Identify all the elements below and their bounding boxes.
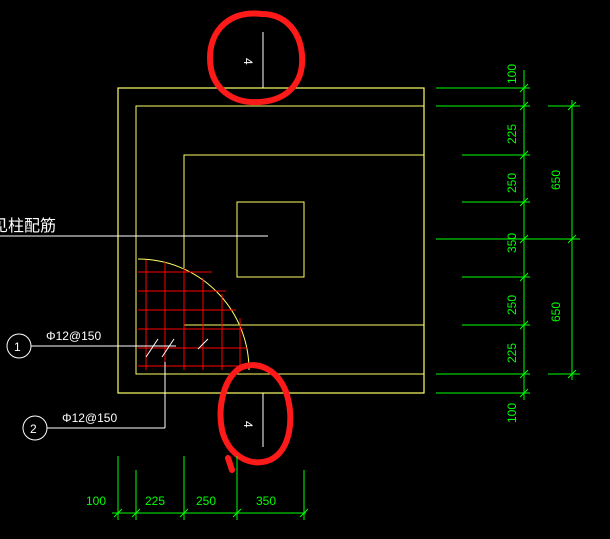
- dim-right-2: 225: [505, 124, 519, 144]
- dim-right-3: 250: [505, 173, 519, 193]
- dim-bottom-4: 350: [256, 494, 276, 508]
- note-2-leader: [22, 362, 166, 441]
- annotation-circle-bottom: [217, 362, 294, 473]
- rebar-detail-arc: [137, 258, 250, 371]
- dim-right-5: 250: [505, 295, 519, 315]
- dim-right-1: 100: [505, 64, 519, 84]
- section-mark-top-label: 4: [241, 58, 255, 65]
- right-dimension-chain-outer: [548, 100, 580, 380]
- circle-2-label: 2: [30, 422, 37, 436]
- note-1-text: Φ12@150: [46, 329, 101, 343]
- right-dimension-chain-inner: [436, 70, 580, 400]
- foundation-outline: [117, 87, 425, 394]
- rebar-grid: [138, 260, 249, 370]
- right-dimension-labels-inner: 100 225 250 350 250 225 100: [505, 64, 519, 423]
- note-1-leader: [6, 333, 209, 359]
- annotation-circle-top: [206, 10, 306, 106]
- column-rebar-label: 见柱配筋: [0, 216, 56, 235]
- dim-bottom-2: 225: [145, 494, 165, 508]
- note-2-text: Φ12@150: [62, 411, 117, 425]
- pedestal-step-upper: [183, 154, 424, 326]
- right-dimension-labels-outer: 650 650: [549, 170, 563, 322]
- foundation-inner-outline: [135, 105, 425, 375]
- dim-right-4: 350: [505, 233, 519, 253]
- column-outline: [236, 201, 305, 278]
- section-mark-bottom-label: 4: [241, 421, 255, 428]
- bottom-dimension-chain: [112, 456, 309, 520]
- dim-right-6: 225: [505, 343, 519, 363]
- dim-right-7: 100: [505, 403, 519, 423]
- circle-1-label: 1: [14, 340, 21, 354]
- dim-bottom-1: 100: [86, 494, 106, 508]
- bottom-dimension-labels: 100 225 250 350: [86, 494, 276, 508]
- dim-right-outer-1: 650: [549, 170, 563, 190]
- dim-right-outer-2: 650: [549, 302, 563, 322]
- dim-bottom-3: 250: [196, 494, 216, 508]
